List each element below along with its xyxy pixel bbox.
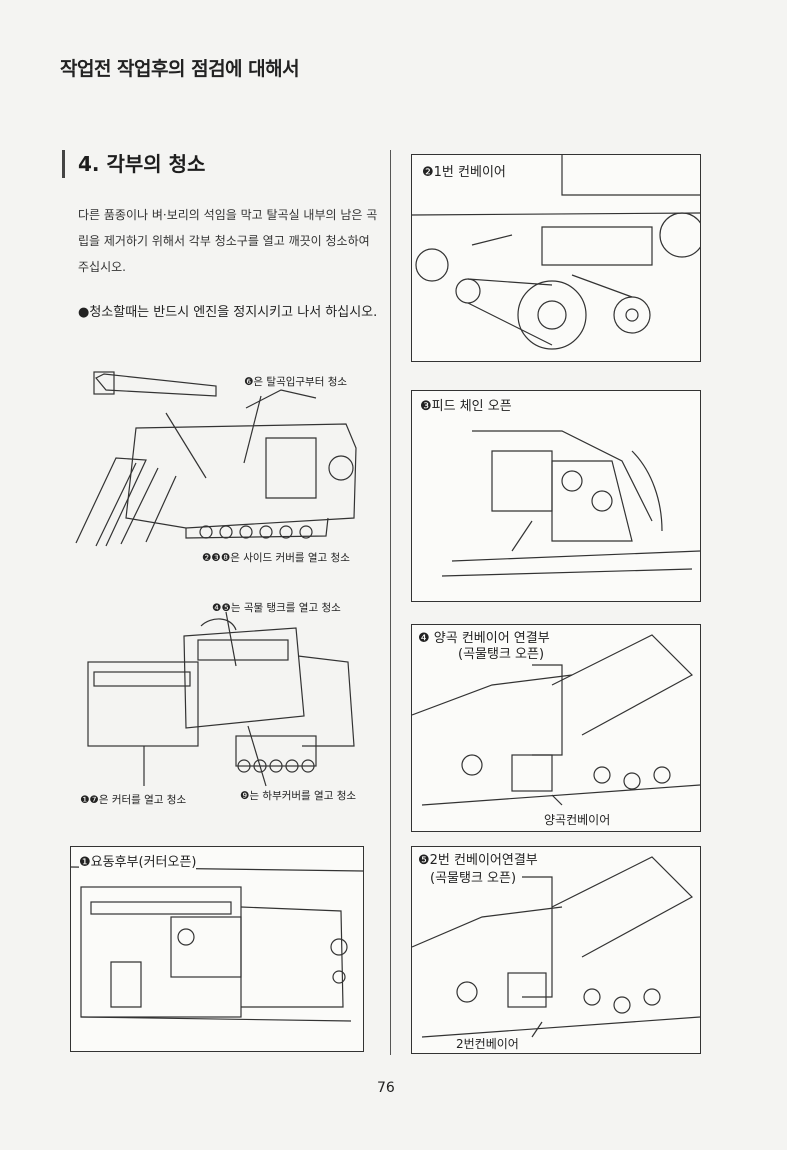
caption-cutter-open: ❶요동후부(커터오픈) — [79, 851, 197, 870]
figure-cutter-open: ❶요동후부(커터오픈) — [70, 846, 364, 1052]
caption-feed-chain: ❸피드 체인 오픈 — [420, 395, 512, 414]
caption-conveyor-1: ❷1번 컨베이어 — [422, 161, 506, 180]
conveyor-2-joint-sketch — [412, 856, 700, 1038]
section-paragraph: 다른 품종이나 벼·보리의 석임을 막고 탈곡실 내부의 남은 곡립을 제거하기… — [78, 208, 378, 274]
section-title-bar — [62, 150, 65, 178]
combine-side-illustration: ❻은 탈곡입구부터 청소 ❷❸❽은 사이드 커버를 열고 청소 — [66, 368, 384, 568]
caption-conveyor-2-joint-2: (곡물탱크 오픈) — [430, 867, 517, 886]
section-title: 4. 각부의 청소 — [78, 152, 206, 176]
combine-top-sketch — [87, 611, 355, 787]
grain-conveyor-joint-sketch — [412, 634, 700, 806]
caption-conveyor-2-joint-1: ❺2번 컨베이어연결부 — [418, 849, 538, 868]
caption-grain-conveyor-joint-1: ❹ 양곡 컨베이어 연결부 — [418, 627, 550, 646]
label-cleaning-45: ❹❺는 곡물 탱크를 열고 청소 — [212, 602, 341, 614]
page-header-title: 작업전 작업후의 점검에 대해서 — [60, 58, 300, 80]
figure-feed-chain: ❸피드 체인 오픈 — [411, 390, 701, 602]
figure-grain-conveyor-joint: ❹ 양곡 컨베이어 연결부 (곡물탱크 오픈) 양곡컨베이어 — [411, 624, 701, 832]
label-cleaning-9: ❾는 하부커버를 열고 청소 — [240, 790, 357, 802]
figure-conveyor-2-joint: ❺2번 컨베이어연결부 (곡물탱크 오픈) 2번컨베이어 — [411, 846, 701, 1054]
figure-conveyor-1: ❷1번 컨베이어 — [411, 154, 701, 362]
feed-chain-sketch — [441, 430, 700, 577]
combine-side-sketch — [75, 371, 357, 547]
caption-grain-conveyor-joint-2: (곡물탱크 오픈) — [458, 643, 545, 662]
safety-note: ●청소할때는 반드시 엔진을 정지시키고 나서 하십시오. — [78, 305, 378, 320]
conveyor-1-sketch — [412, 155, 700, 350]
label-cleaning-6: ❻은 탈곡입구부터 청소 — [244, 376, 348, 388]
callout-conveyor-2: 2번컨베이어 — [456, 1037, 519, 1051]
label-cleaning-238: ❷❸❽은 사이드 커버를 열고 청소 — [202, 552, 350, 564]
page-number: 76 — [377, 1080, 395, 1096]
cutter-open-sketch — [71, 866, 363, 1022]
callout-grain-conveyor: 양곡컨베이어 — [544, 813, 611, 827]
label-cleaning-17: ❶❼은 커터를 열고 청소 — [80, 794, 187, 806]
combine-top-illustration: ❹❺는 곡물 탱크를 열고 청소 ❶❼은 커터를 열고 청소 ❾는 하부커버를 … — [66, 596, 384, 810]
column-divider — [390, 150, 391, 1055]
